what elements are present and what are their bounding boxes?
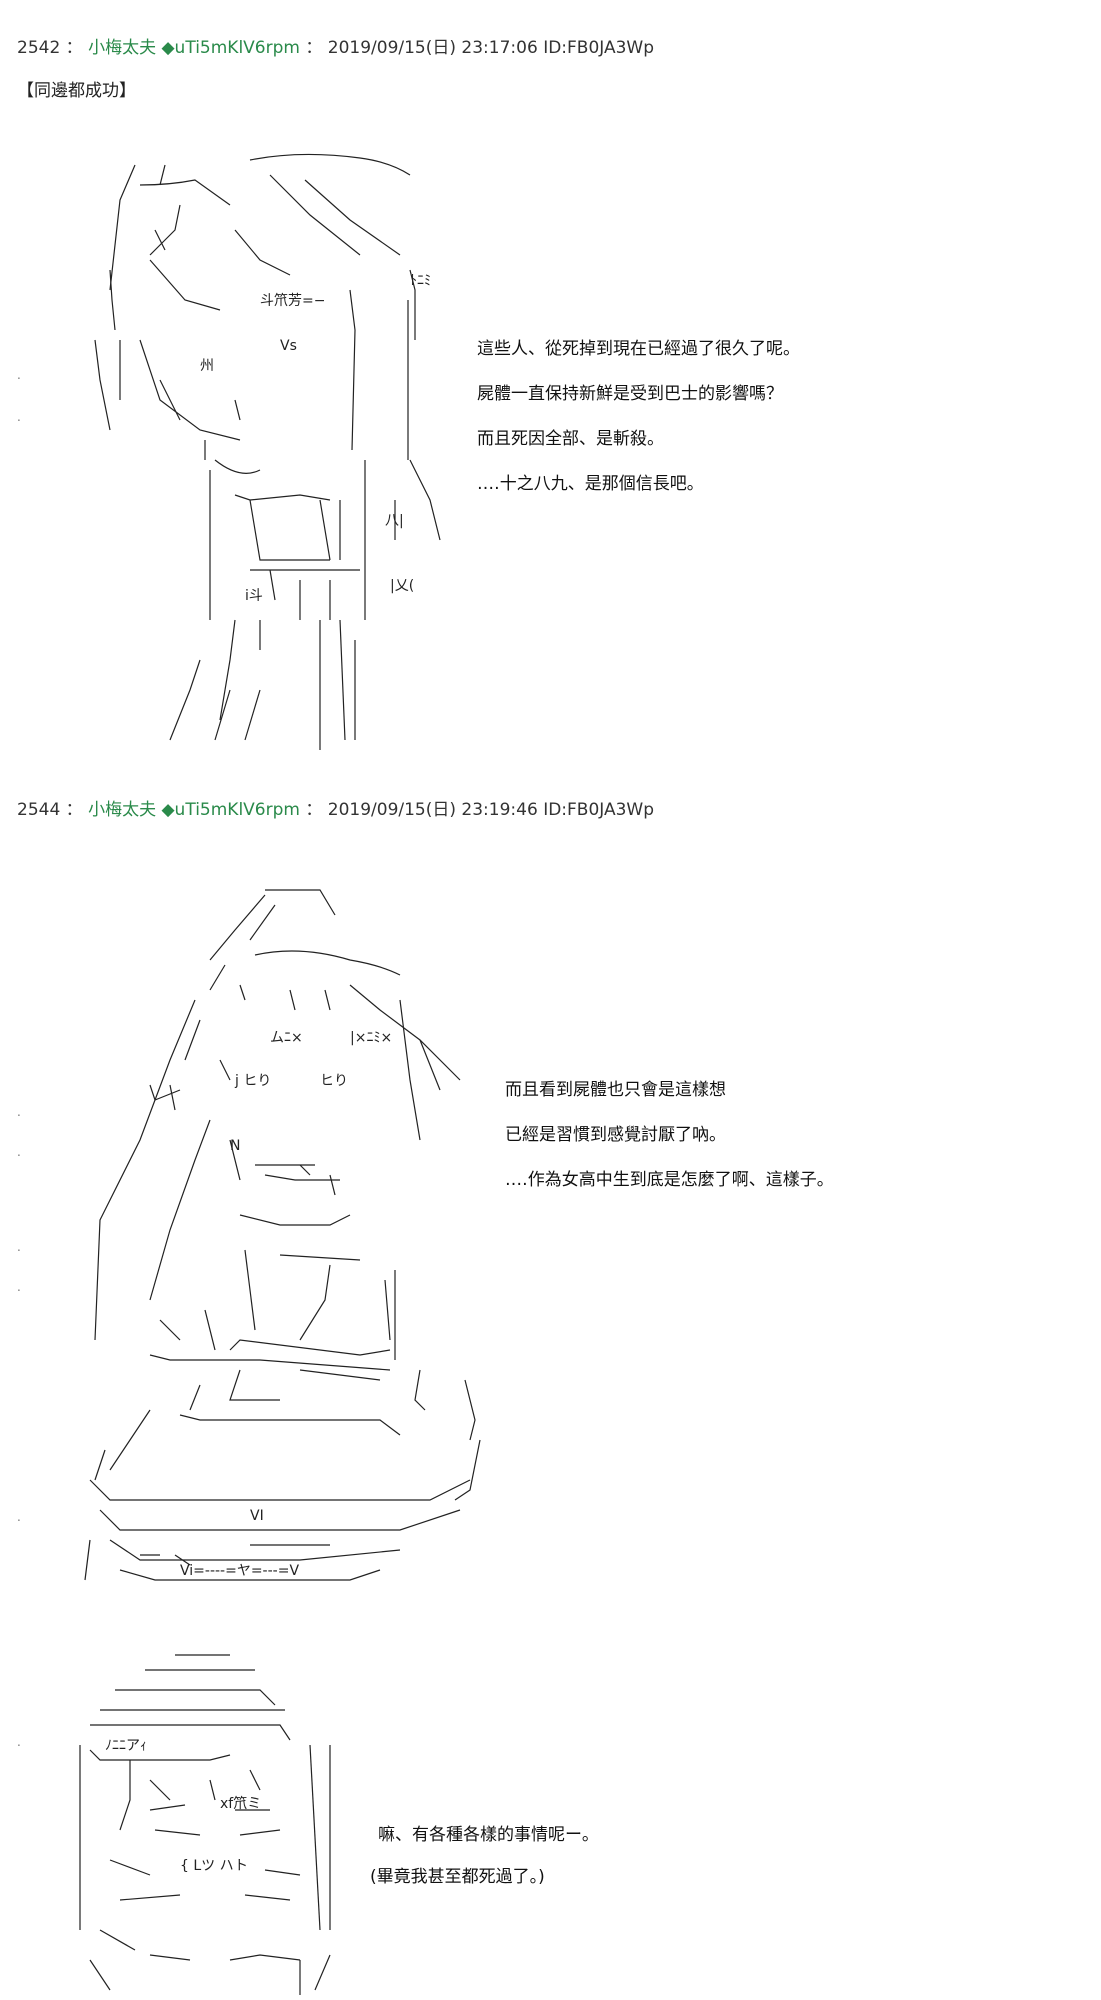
post-separator: ： — [65, 38, 83, 58]
dialog-line: 而且死因全部、是斬殺。 — [477, 429, 664, 449]
poster-trip: ◆uTi5mKlV6rpm — [161, 800, 300, 820]
svg-text:ﾉﾆﾆアｨ: ﾉﾆﾆアｨ — [105, 1738, 147, 1754]
dot-marker: . — [17, 410, 21, 424]
art-glyph: Vs — [280, 338, 297, 354]
dot-marker: . — [17, 1145, 21, 1159]
post-id[interactable]: ID:FB0JA3Wp — [543, 38, 655, 58]
post-datetime: 2019/09/15(日) 23:19:46 — [327, 800, 538, 820]
svg-text:i斗: i斗 — [245, 588, 263, 604]
post-header-2544: 2544 ： 小梅太夫 ◆uTi5mKlV6rpm ： 2019/09/15(日… — [17, 795, 654, 820]
art-glyph: 斗笊芳=− — [260, 292, 325, 309]
svg-text:{ Lツ ハト: { Lツ ハト — [180, 1858, 248, 1874]
svg-text:xf笊ミ: xf笊ミ — [220, 1795, 261, 1812]
dialog-line: ‥‥作為女高中生到底是怎麼了啊、這樣子。 — [505, 1170, 834, 1190]
dialog-line: 已經是習慣到感覺討厭了吶。 — [505, 1125, 726, 1145]
dot-marker: . — [17, 1105, 21, 1119]
post-colon: ： — [305, 800, 323, 820]
post-id[interactable]: ID:FB0JA3Wp — [543, 800, 655, 820]
post-number: 2542 — [17, 38, 61, 58]
dot-marker: . — [17, 1280, 21, 1294]
post-number: 2544 — [17, 800, 61, 820]
post-header-2542: 2542 ： 小梅太夫 ◆uTi5mKlV6rpm ： 2019/09/15(日… — [17, 33, 654, 58]
dot-marker: . — [17, 1735, 21, 1749]
post-datetime: 2019/09/15(日) 23:17:06 — [327, 38, 538, 58]
post-colon: ： — [305, 38, 323, 58]
post-separator: ： — [65, 800, 83, 820]
dot-marker: . — [17, 368, 21, 382]
art-glyph: N — [230, 1138, 240, 1154]
art-glyph: ヒり — [320, 1073, 348, 1089]
post-tag: 【同邊都成功】 — [17, 81, 136, 101]
dialog-line: ‥‥十之八九、是那個信長吧。 — [477, 474, 704, 494]
svg-text:|乂(: |乂( — [390, 578, 414, 594]
svg-text:州: 州 — [200, 358, 214, 374]
art-glyph: |×ﾆﾐ× — [350, 1030, 392, 1046]
poster-trip: ◆uTi5mKlV6rpm — [161, 38, 300, 58]
svg-text:八|: 八| — [385, 513, 404, 529]
art-glyph: j ヒり — [234, 1073, 271, 1089]
dot-marker: . — [17, 1240, 21, 1254]
poster-name[interactable]: 小梅太夫 — [88, 800, 157, 820]
dialog-line: 嘛、有各種各樣的事情呢ー。 — [378, 1825, 599, 1845]
art-glyph: Vi=----=ヤ=---=V — [180, 1563, 299, 1579]
dialog-line: 屍體一直保持新鮮是受到巴士的影響嗎？ — [477, 384, 783, 404]
dialog-line: 而且看到屍體也只會是這樣想 — [505, 1080, 726, 1100]
dialog-line: (畢竟我甚至都死過了。) — [370, 1867, 545, 1887]
svg-text:ﾄﾆﾐ: ﾄﾆﾐ — [410, 273, 431, 289]
dot-marker: . — [17, 1510, 21, 1524]
svg-text:VI: VI — [250, 1508, 264, 1524]
poster-name[interactable]: 小梅太夫 — [88, 38, 157, 58]
art-glyph: ムﾆ× — [270, 1030, 303, 1046]
dialog-line: 這些人、從死掉到現在已經過了很久了呢。 — [477, 339, 800, 359]
